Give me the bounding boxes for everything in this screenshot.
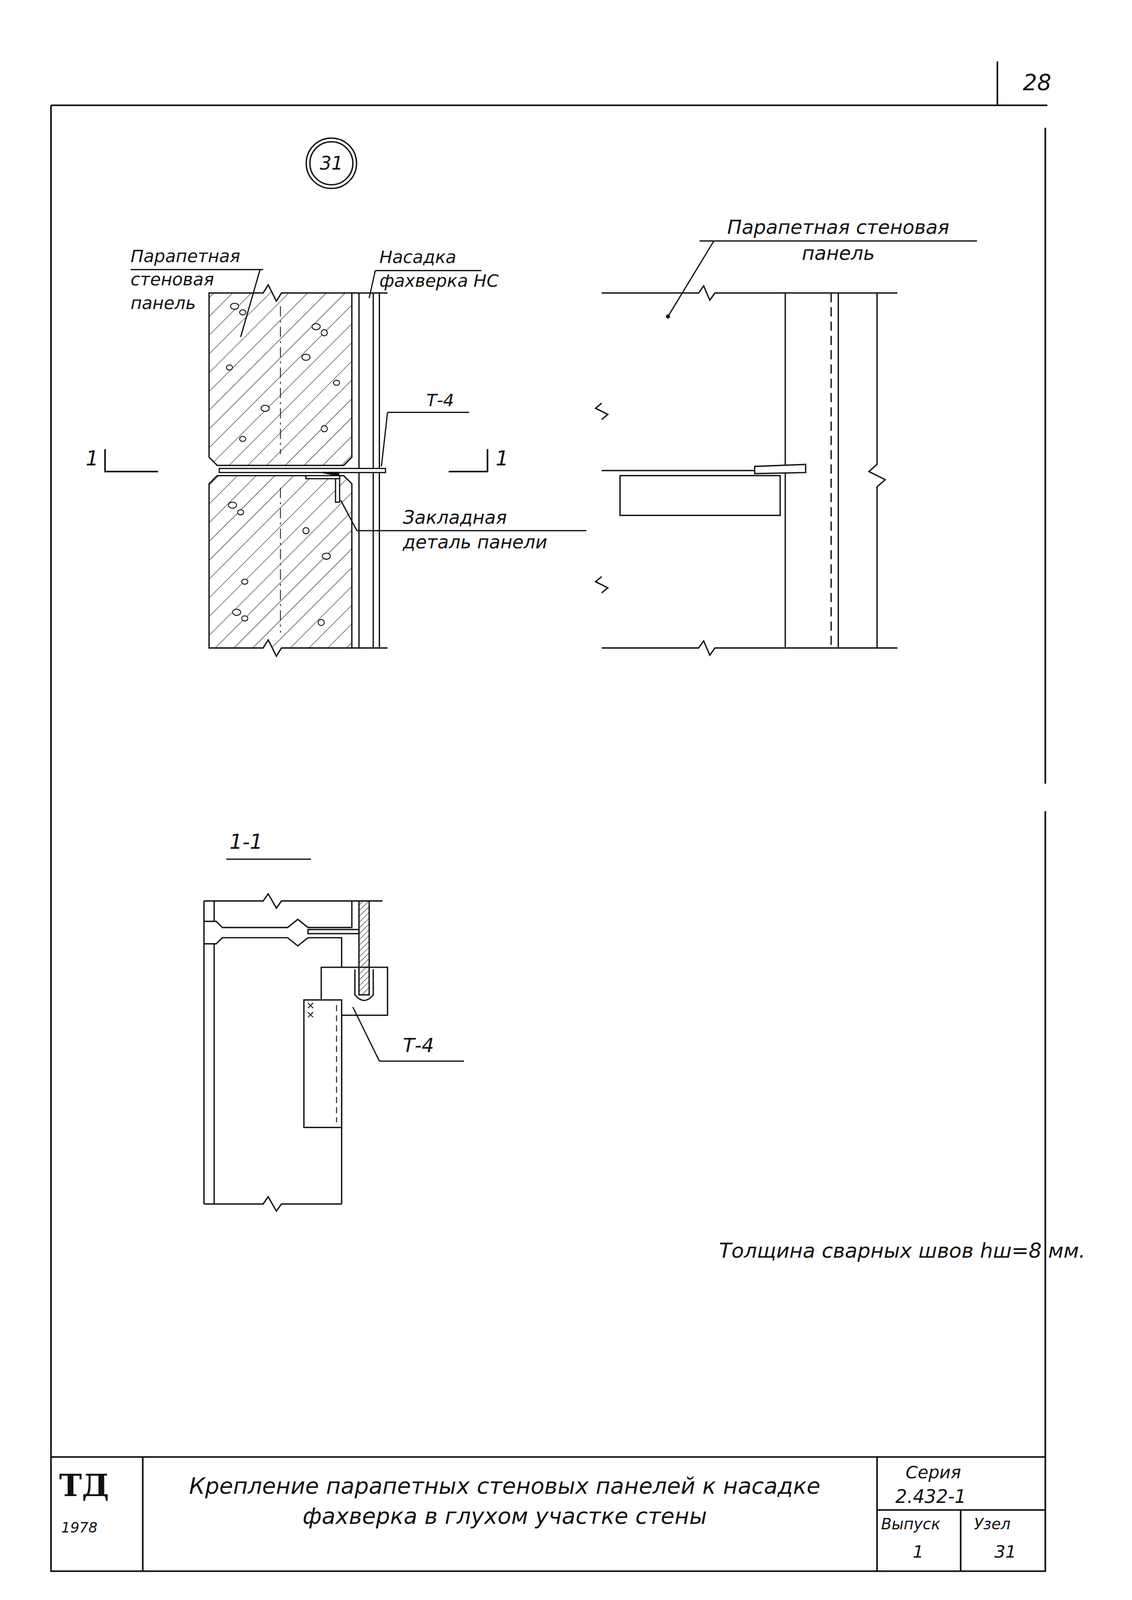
organization-mark: ТД [59,1464,110,1507]
section-1-1 [204,900,215,1205]
section-1-1 [204,893,388,1211]
table-cell: 31 [994,1539,1017,1564]
panel-section [280,487,282,633]
aggregate-marks [318,619,325,626]
leader-lines [130,241,977,1061]
page-number: 28 [1023,67,1052,98]
plate-t4 [219,468,386,473]
panel-elevation [595,402,608,420]
section-1-1 [355,968,374,1000]
panel-elevation [601,285,898,300]
aggregate-marks [333,380,340,386]
section-1-1 [204,1196,342,1211]
panel-elevation [620,475,781,515]
section-mark: 1 [495,444,509,473]
section-1-1 [308,929,360,934]
aggregate-marks [241,579,248,585]
part-name: Насадка фахверка НС [379,245,507,293]
panel-section [209,475,352,656]
year: 1978 [61,1517,98,1537]
plate-t4 [335,475,340,502]
aggregate-marks [321,329,328,336]
sheet-frame [51,1456,1046,1571]
panel-elevation [869,293,886,649]
panel-elevation [595,285,898,655]
leader-line [240,269,261,337]
sheet-frame [51,61,1048,1571]
section-title: 1-1 [229,828,263,856]
aggregate-marks [241,615,248,621]
leader-line [226,858,312,860]
leader-line [699,240,978,242]
aggregate-marks [303,527,309,534]
aggregate-marks [226,365,233,371]
aggregate-marks [237,509,244,515]
drawing-title: Крепление парапетных стеновых панелей к … [153,1470,857,1532]
aggregate-marks [312,323,321,330]
leader-line [369,270,376,299]
aggregate-marks [232,609,241,616]
leader-line [340,499,357,531]
part-mark: Т-4 [426,388,454,412]
panel-section [209,284,352,466]
panel-elevation [837,293,839,649]
aggregate-marks [301,354,310,361]
section-1-1 [204,900,352,928]
section-mark [104,448,158,472]
section-1-1 [335,1004,337,1122]
aggregate-marks [321,425,328,432]
sheet-frame [51,61,1048,1571]
aggregate-marks [226,303,340,626]
plate-t4 [219,468,386,503]
leader-line [381,412,388,467]
table-cell: 2.432-1 [895,1483,967,1509]
section-mark [104,448,488,472]
part-name: Закладная деталь панели [402,504,566,555]
plate-t4 [305,475,340,479]
aggregate-marks [322,552,331,559]
callout-number: 31 [304,136,358,190]
table-cell: Узел [973,1513,1011,1534]
panel-section [280,306,282,454]
part-mark: Т-4 [402,1032,434,1059]
part-name: Парапетная стеновая панель [701,214,976,267]
section-1-1 [308,1002,314,1017]
table-cell: 1 [912,1539,924,1564]
callout-circle: 31 [304,136,358,190]
leader-line [356,529,587,532]
nasadka-profile [351,647,388,649]
part-name: Парапетная стеновая панель [130,244,263,315]
section-1-1 [204,893,383,908]
panel-elevation [601,469,755,472]
section-mark [448,448,488,472]
leader-dot [665,314,670,319]
aggregate-marks [261,405,270,412]
leader-line [387,411,469,413]
table-cell: Выпуск [880,1513,941,1534]
leader-line [352,1006,380,1061]
leader-line [668,241,715,317]
aggregate-marks [239,309,246,315]
aggregate-marks [230,303,239,309]
aggregate-marks [228,502,237,509]
aggregate-marks [239,436,246,442]
section-1-1 [359,900,370,995]
panel-elevation [601,640,898,655]
section-mark: 1 [85,444,99,473]
panel-elevation [830,293,832,649]
section-1-1 [303,999,342,1128]
panel-elevation [595,576,608,593]
note: Толщина сварных швов hш=8 мм. [719,1236,1086,1265]
panel-elevation [754,464,806,474]
table-cell: Серия [905,1460,962,1484]
leader-line [379,1060,464,1062]
